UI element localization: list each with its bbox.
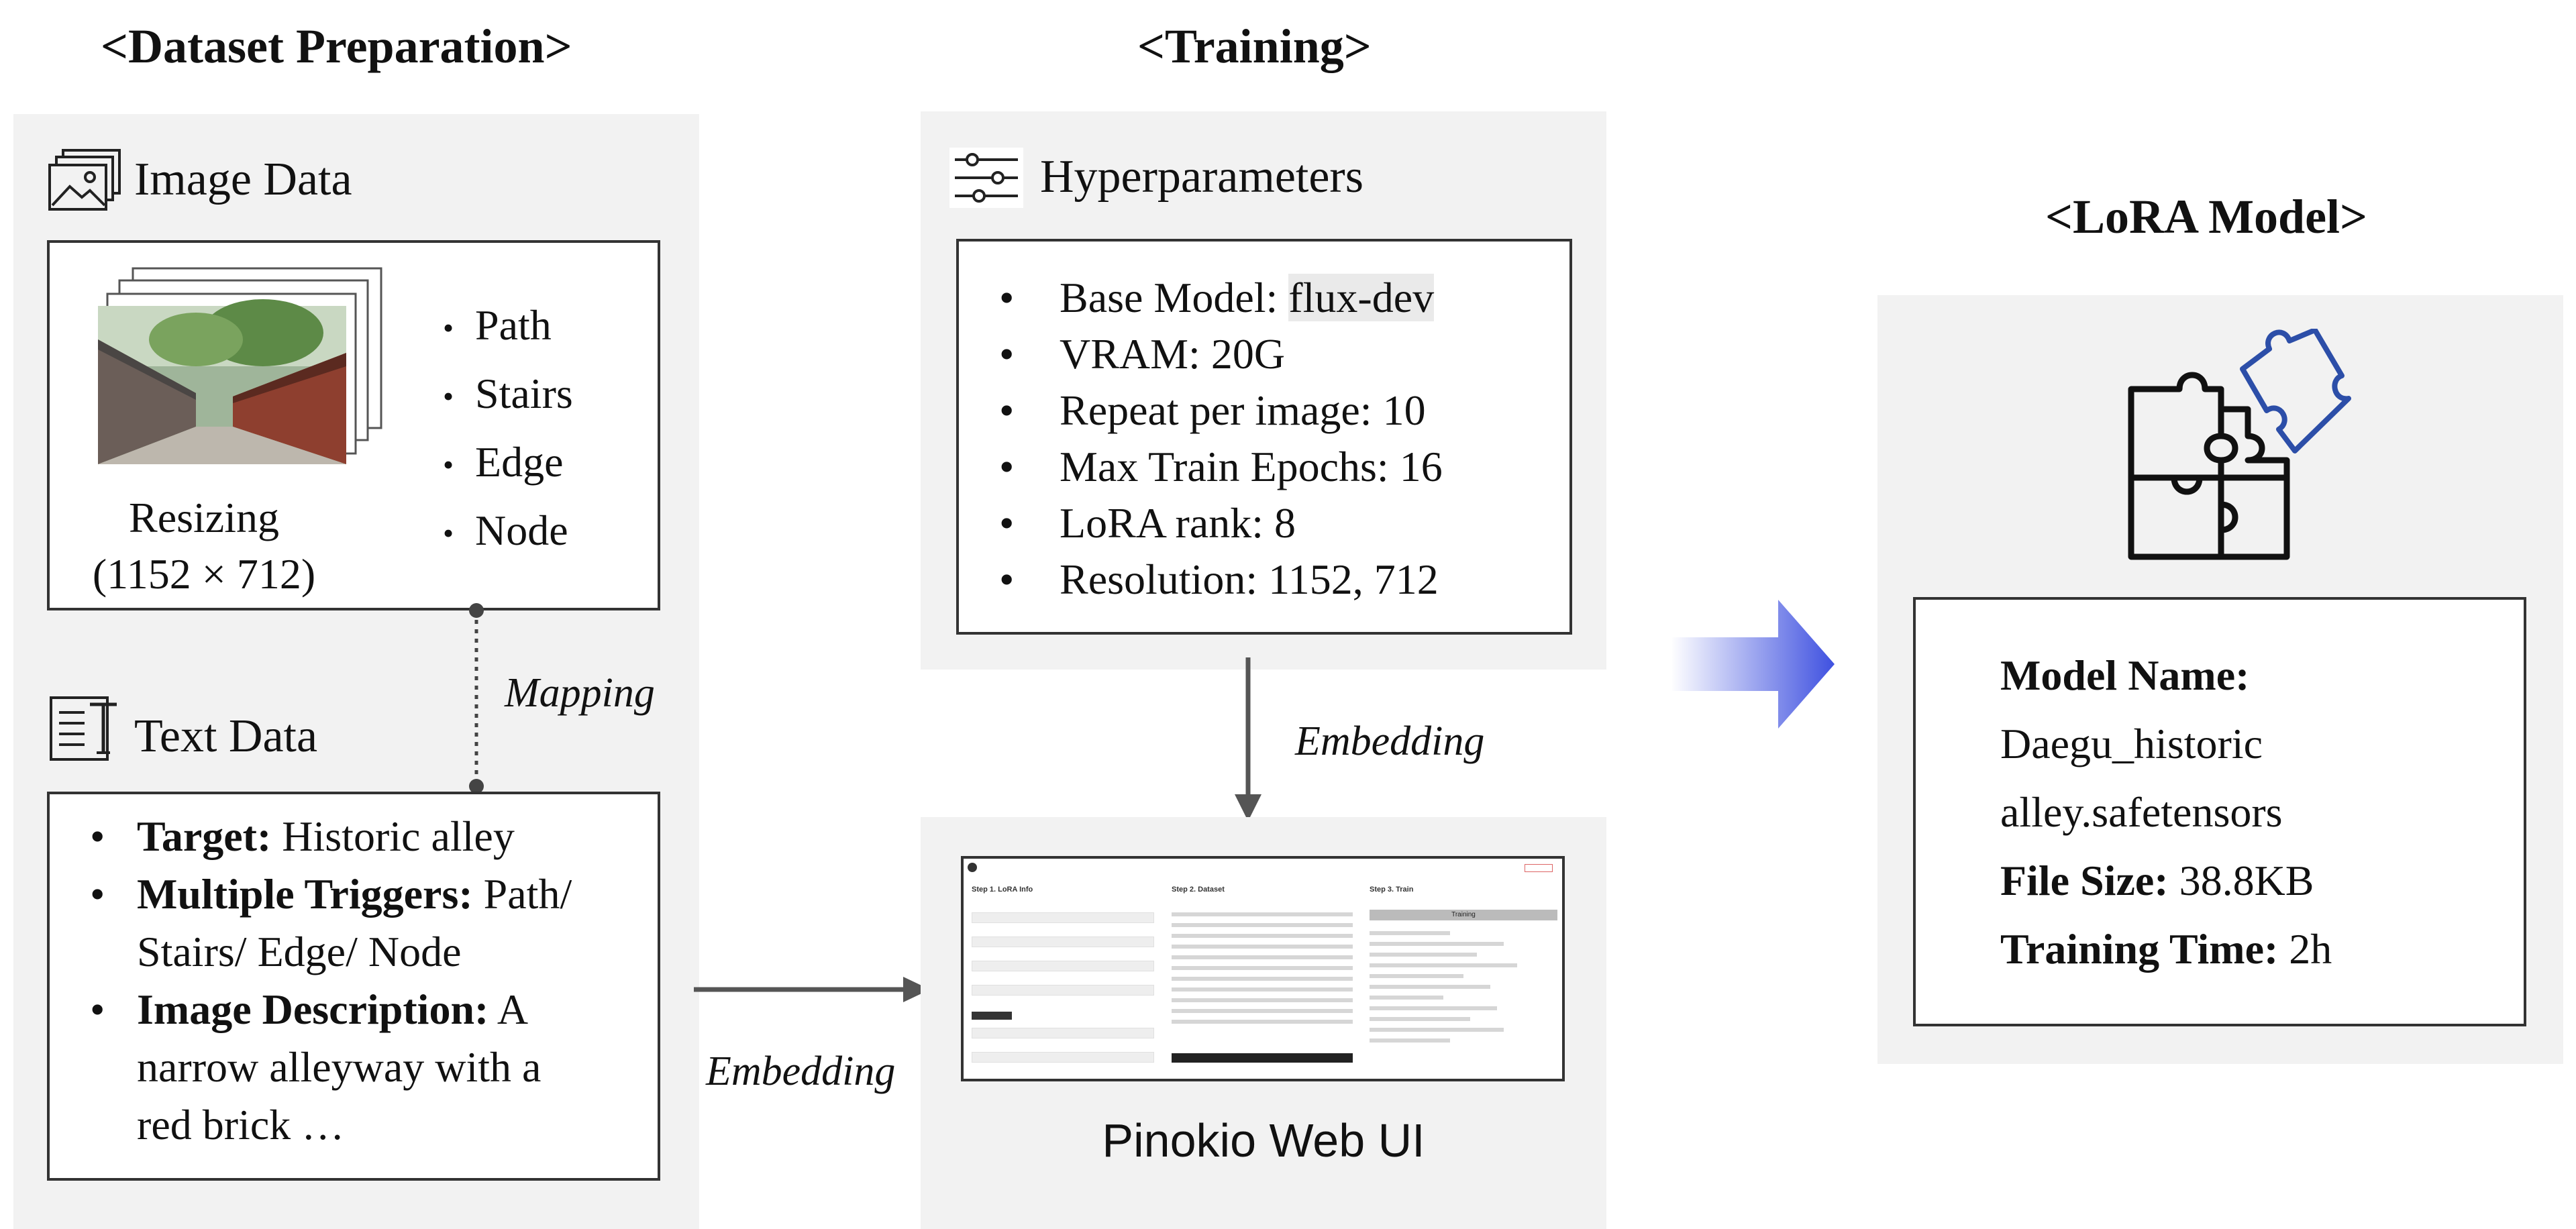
description-value-2: narrow alleyway with a: [137, 1043, 542, 1091]
file-size-row: File Size: 38.8KB: [2000, 847, 2332, 915]
big-arrow: [1671, 600, 1835, 729]
param-resolution: Resolution: 1152, 712: [959, 551, 1569, 608]
text-data-list: Target: Historic alley Multiple Triggers…: [50, 794, 658, 1154]
model-name-label: Model Name:: [2000, 651, 2250, 699]
hyperparameter-list: Base Model: flux-dev VRAM: 20G Repeat pe…: [959, 242, 1569, 608]
mapping-label: Mapping: [505, 670, 655, 716]
training-time-value: 2h: [2278, 925, 2332, 973]
tag-item: Node: [443, 496, 573, 568]
resize-dimensions: (1152 × 712): [92, 550, 316, 598]
file-size-label: File Size:: [2000, 857, 2169, 904]
param-repeat: Repeat per image: 10: [959, 382, 1569, 439]
embedding-label-bottom: Embedding: [706, 1049, 896, 1094]
image-data-title: Image Data: [134, 154, 352, 205]
heading-lora-model: <LoRA Model>: [2045, 190, 2368, 244]
resizing-label: Resizing: [129, 494, 279, 541]
target-label: Target:: [137, 812, 272, 860]
mock-col3-title: Step 3. Train: [1370, 886, 1414, 894]
mock-upload-button: [1172, 1053, 1353, 1063]
images-icon: [48, 149, 121, 211]
alley-photo-stack: [98, 267, 382, 464]
text-item-triggers: Multiple Triggers: Path/ Stairs/ Edge/ N…: [50, 865, 658, 981]
triggers-value-2: Stairs/ Edge/ Node: [137, 928, 462, 975]
hyperparameters-box: Base Model: flux-dev VRAM: 20G Repeat pe…: [956, 239, 1572, 635]
embedding-arrow-horizontal: [694, 977, 930, 1002]
param-rank: LoRA rank: 8: [959, 495, 1569, 551]
triggers-label: Multiple Triggers:: [137, 870, 473, 918]
mock-training-button: Training: [1370, 910, 1557, 920]
training-time-row: Training Time: 2h: [2000, 915, 2332, 983]
file-size-value: 38.8KB: [2168, 857, 2314, 904]
embedding-label-top: Embedding: [1295, 718, 1485, 764]
param-epochs: Max Train Epochs: 16: [959, 439, 1569, 495]
description-value-1: A: [488, 985, 529, 1033]
tag-item: Path: [443, 291, 573, 362]
lora-model-box: Model Name: Daegu_historic alley.safeten…: [1913, 597, 2526, 1026]
param-vram: VRAM: 20G: [959, 326, 1569, 382]
sliders-icon: [949, 148, 1023, 208]
puzzle-icon: [2128, 329, 2351, 560]
text-data-box: Target: Historic alley Multiple Triggers…: [47, 792, 660, 1181]
image-tag-list: Path Stairs Edge Node: [443, 291, 573, 568]
pinokio-web-ui-screenshot: Step 1. LoRA Info Step 2. Dataset Step 3…: [961, 856, 1565, 1081]
mock-col2-title: Step 2. Dataset: [1172, 886, 1225, 894]
image-data-box: Resizing (1152 × 712) Path Stairs Edge N…: [47, 240, 660, 610]
target-value: Historic alley: [271, 812, 515, 860]
hyperparameters-title: Hyperparameters: [1040, 151, 1363, 203]
web-ui-label: Pinokio Web UI: [1102, 1114, 1425, 1167]
heading-dataset-preparation: <Dataset Preparation>: [101, 19, 572, 73]
description-label: Image Description:: [137, 985, 489, 1033]
tag-item: Stairs: [443, 360, 573, 431]
text-item-target: Target: Historic alley: [50, 808, 658, 865]
mock-tag: [1525, 864, 1553, 872]
text-document-icon: [50, 696, 117, 761]
mapping-connector: [469, 603, 484, 794]
model-name-line1: Daegu_historic: [2000, 720, 2263, 767]
mock-col1-title: Step 1. LoRA Info: [972, 886, 1033, 894]
text-item-description: Image Description: A narrow alleyway wit…: [50, 981, 658, 1154]
model-name-line2: alley.safetensors: [2000, 788, 2283, 836]
description-value-3: red brick …: [137, 1101, 345, 1148]
base-model-value: flux-dev: [1288, 274, 1435, 321]
tag-item: Edge: [443, 428, 573, 499]
embedding-arrow-vertical: [1235, 657, 1261, 821]
param-label: Base Model:: [1060, 274, 1289, 321]
heading-training: <Training>: [1137, 19, 1372, 73]
text-data-title: Text Data: [134, 710, 318, 762]
pinokio-logo-icon: [968, 863, 977, 872]
training-time-label: Training Time:: [2000, 925, 2279, 973]
triggers-value-1: Path/: [472, 870, 572, 918]
param-base-model: Base Model: flux-dev: [959, 270, 1569, 326]
